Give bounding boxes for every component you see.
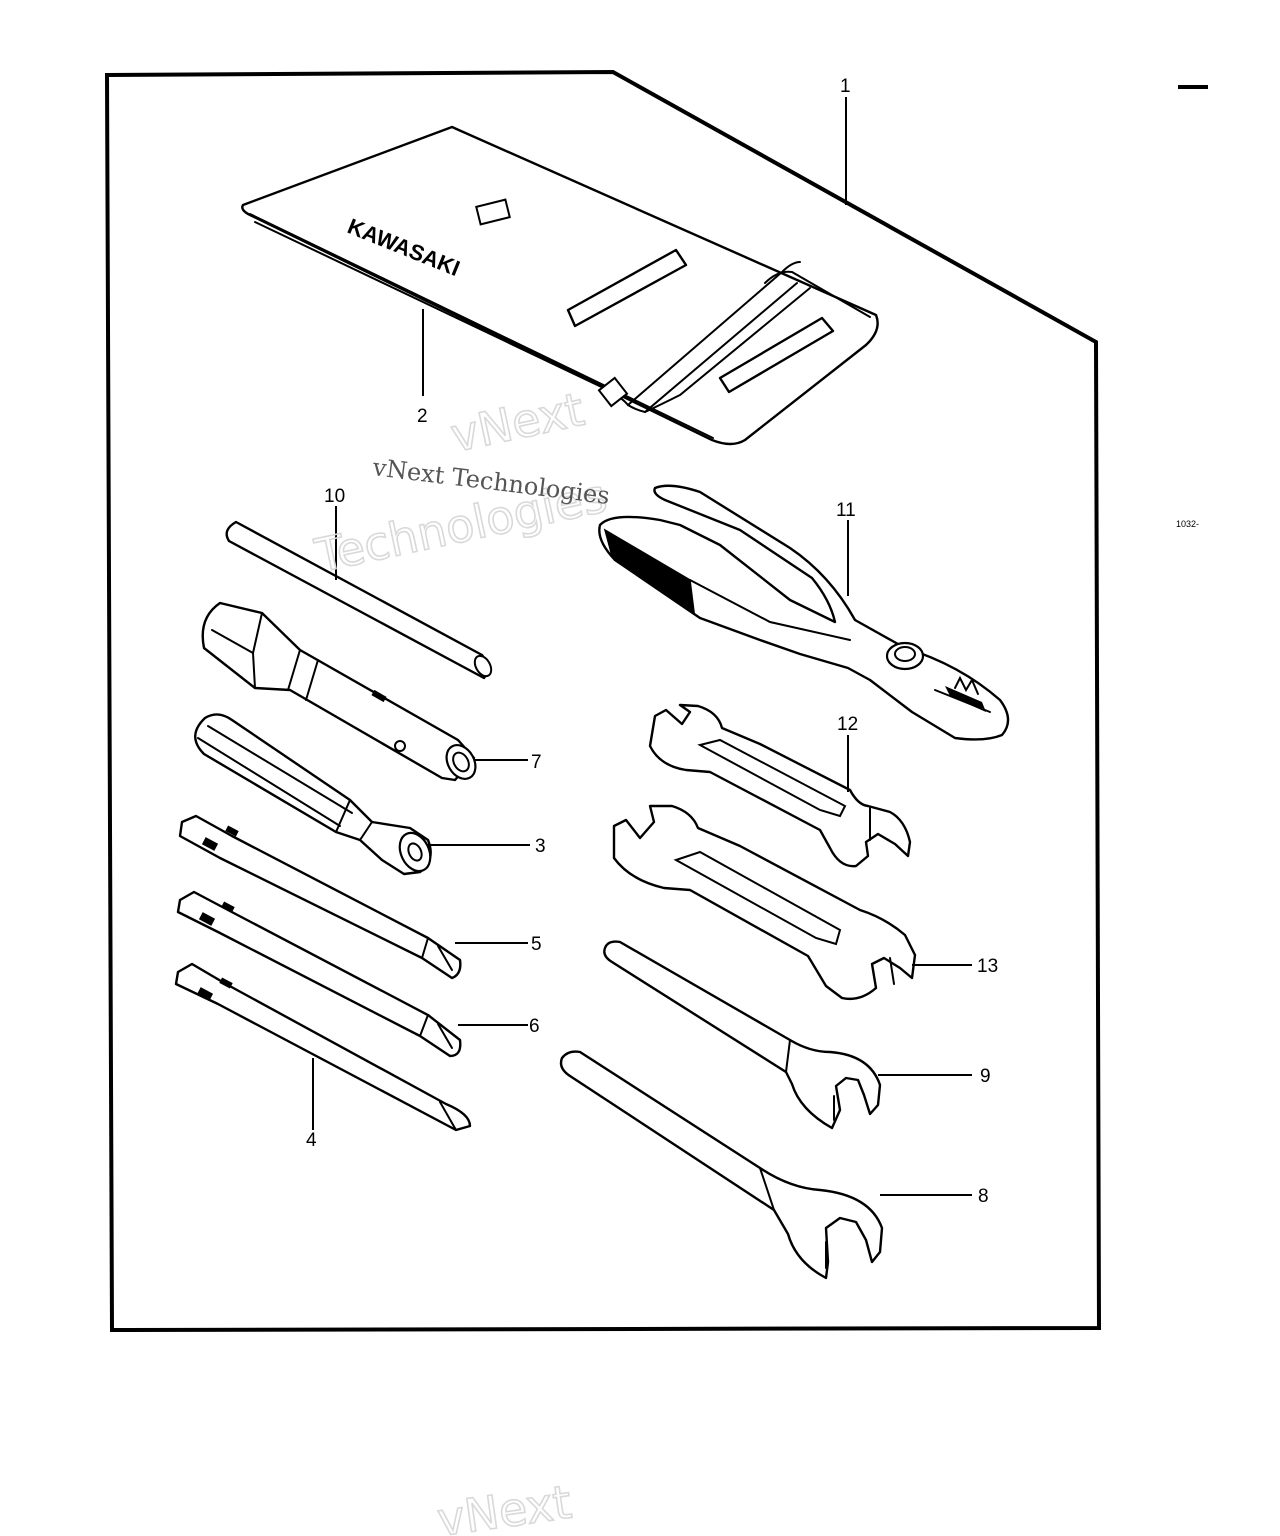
tommy-bar-icon	[225, 520, 493, 680]
open-end-wrench-icon	[603, 940, 882, 1130]
flat-screwdriver-bit-icon	[174, 962, 472, 1132]
watermark: vNext Technologies vNext Technologies vN…	[309, 381, 612, 1536]
double-open-end-wrench-icon	[648, 703, 912, 868]
reference-code: 1032-	[1176, 519, 1199, 529]
pliers-icon	[598, 484, 1010, 741]
callout-3: 3	[535, 836, 546, 857]
callout-7: 7	[531, 752, 542, 773]
callout-12: 12	[837, 714, 858, 735]
callout-5: 5	[531, 934, 542, 955]
open-end-wrench-icon-2	[559, 1050, 884, 1280]
callout-11: 11	[836, 500, 856, 521]
watermark-vnext-top: vNext	[446, 382, 589, 463]
screwdriver-handle-icon	[194, 713, 432, 876]
callout-8: 8	[978, 1186, 989, 1207]
leader-lines	[312, 97, 972, 1196]
callout-6: 6	[529, 1016, 540, 1037]
phillips-screwdriver-bit-icon-2	[176, 890, 462, 1058]
bag-clasp	[597, 376, 629, 408]
spark-plug-wrench-icon	[201, 601, 477, 782]
callout-9: 9	[980, 1066, 991, 1087]
kit-frame	[104, 69, 1102, 1333]
callout-2: 2	[417, 406, 428, 427]
bag-label-square	[475, 198, 511, 226]
callout-1: 1	[840, 76, 851, 97]
corner-dash-mark	[1178, 85, 1208, 89]
tool-bag-icon: KAWASAKI	[241, 125, 879, 446]
watermark-vnext-bottom: vNext	[434, 1475, 575, 1536]
double-open-end-wrench-icon-2	[612, 804, 917, 1001]
callout-13: 13	[977, 956, 998, 977]
callout-10: 10	[324, 486, 345, 507]
callout-4: 4	[306, 1130, 317, 1151]
phillips-screwdriver-bit-icon	[178, 814, 462, 980]
